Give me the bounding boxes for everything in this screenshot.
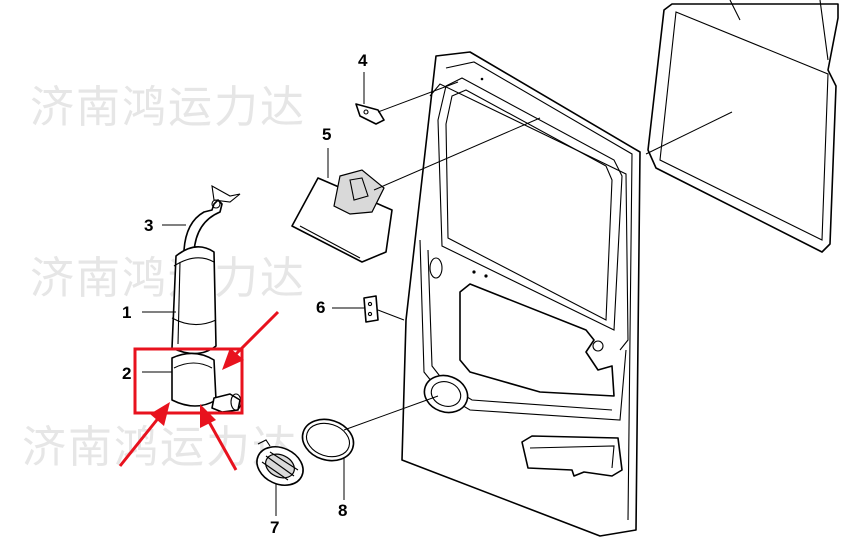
callout-1: 1 xyxy=(122,303,131,322)
callout-3: 3 xyxy=(144,216,153,235)
watermark-middle: 济南鸿运力达 xyxy=(30,253,306,304)
part-2-lower-mirror xyxy=(171,352,242,413)
arrow-lower-middle xyxy=(200,404,238,471)
leader-lines xyxy=(142,72,733,516)
highlight-annotation xyxy=(118,310,280,471)
watermark-top: 济南鸿运力达 xyxy=(30,82,306,133)
part-8-gasket-ring xyxy=(301,418,355,462)
part-5-interior-mirror xyxy=(291,169,393,263)
part-7-speaker-grille xyxy=(256,439,304,487)
highlight-box xyxy=(133,347,244,415)
part-6-clip xyxy=(363,295,379,323)
part-4-bracket xyxy=(355,103,385,125)
arrow-upper-right xyxy=(222,310,280,370)
callout-5: 5 xyxy=(322,125,331,144)
watermark-bottom: 济南鸿运力达 xyxy=(22,422,298,473)
window-glass-panel xyxy=(647,0,839,253)
part-3-mirror-arm xyxy=(183,184,241,253)
callout-7: 7 xyxy=(270,518,279,537)
part-1-main-mirror xyxy=(171,246,217,355)
arrow-lower-left xyxy=(118,402,170,467)
speaker-opening xyxy=(423,374,469,414)
door-panel xyxy=(401,51,641,537)
callout-2: 2 xyxy=(122,364,131,383)
callout-6: 6 xyxy=(316,298,325,317)
callout-8: 8 xyxy=(338,501,347,520)
callout-4: 4 xyxy=(358,51,368,70)
